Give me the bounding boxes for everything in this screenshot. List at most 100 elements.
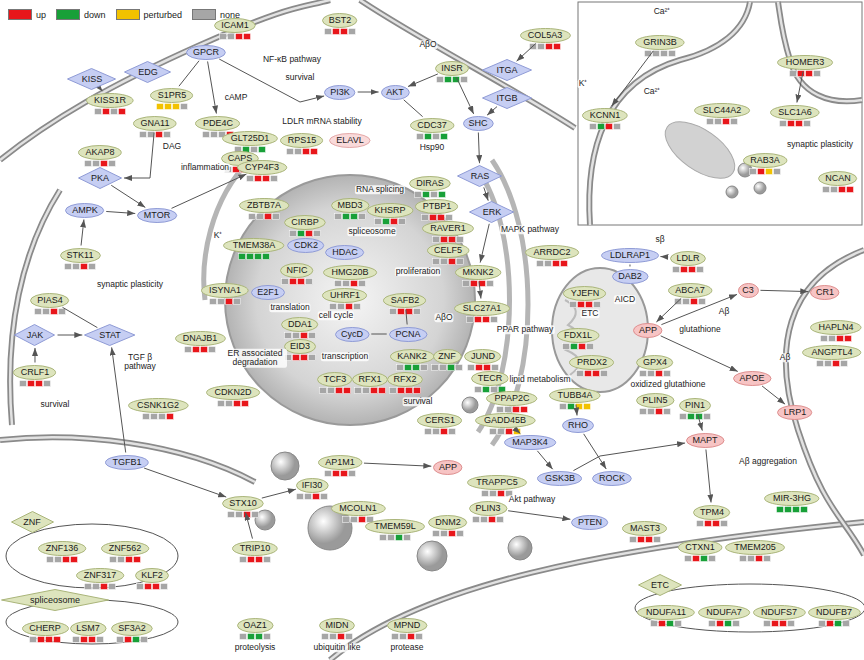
node-label: STK11 bbox=[67, 251, 94, 260]
ellipse-outline bbox=[623, 521, 667, 535]
status-square bbox=[750, 169, 757, 175]
ellipse-outline bbox=[465, 349, 501, 363]
status-square bbox=[159, 414, 166, 420]
node-label: MCOLN1 bbox=[339, 504, 377, 513]
node-label: HDAC bbox=[332, 248, 358, 257]
status-square bbox=[383, 219, 390, 225]
status-square bbox=[248, 557, 255, 563]
status-square bbox=[151, 414, 158, 420]
connector-arrow bbox=[478, 132, 479, 163]
status-square bbox=[433, 259, 440, 265]
status-square bbox=[145, 584, 152, 590]
ellipse-outline bbox=[753, 605, 805, 619]
status-square bbox=[47, 557, 54, 563]
membrane-inner bbox=[10, 190, 60, 425]
node-label: APP bbox=[639, 326, 657, 335]
status-square bbox=[392, 634, 399, 640]
status-square bbox=[234, 299, 241, 305]
annotation-label: Aβ bbox=[718, 307, 731, 316]
node-label: PTEN bbox=[578, 518, 602, 527]
status-square bbox=[433, 134, 440, 140]
status-square bbox=[590, 124, 597, 130]
node-label: ZNF bbox=[438, 352, 456, 361]
node-label: CDKN2D bbox=[214, 388, 251, 397]
status-square bbox=[282, 279, 289, 285]
legend-text: up bbox=[36, 10, 46, 20]
status-square bbox=[798, 71, 805, 77]
node-label: RPS15 bbox=[288, 136, 317, 145]
status-square bbox=[400, 634, 407, 640]
status-square bbox=[226, 299, 233, 305]
annotation-label: AICD bbox=[614, 295, 636, 304]
ellipse-outline bbox=[694, 505, 730, 519]
status-square bbox=[330, 304, 337, 310]
ellipse-outline bbox=[427, 243, 468, 257]
gene-node: SLC44A2 bbox=[694, 103, 750, 118]
connector-arrow bbox=[111, 185, 145, 207]
gene-node: TMEM59L bbox=[365, 519, 425, 534]
ellipse-outline bbox=[134, 116, 177, 130]
gene-node: ZNF136 bbox=[38, 541, 86, 556]
status-square bbox=[313, 494, 320, 500]
gene-node: OAZ1 bbox=[237, 618, 274, 633]
node-label: spliceosome bbox=[30, 596, 80, 605]
node-label: NDUFB7 bbox=[816, 608, 852, 617]
ellipse-outline bbox=[281, 263, 313, 277]
annotation-label: DAG bbox=[162, 142, 182, 151]
ellipse-outline bbox=[384, 293, 426, 307]
ellipse-outline bbox=[296, 478, 328, 492]
status-square bbox=[161, 584, 168, 590]
ellipse-outline bbox=[196, 116, 240, 130]
node-label: HMG20B bbox=[331, 268, 368, 277]
ellipse-outline bbox=[282, 317, 318, 331]
status-square bbox=[491, 387, 498, 393]
node-label: GNA11 bbox=[141, 119, 170, 128]
status-square bbox=[137, 584, 144, 590]
ellipse-outline bbox=[106, 455, 149, 469]
ellipse-outline bbox=[366, 519, 425, 533]
status-square bbox=[338, 634, 345, 640]
annotation-label: K⁺ bbox=[578, 79, 589, 88]
ellipse-outline bbox=[743, 153, 786, 167]
node-label: MTOR bbox=[144, 211, 170, 220]
status-square bbox=[20, 381, 27, 387]
gene-node: KISS1R bbox=[86, 93, 134, 108]
status-square bbox=[492, 365, 499, 371]
node-label: CTXN1 bbox=[685, 543, 715, 552]
ellipse-outline bbox=[353, 372, 388, 386]
ellipse-outline bbox=[463, 116, 493, 130]
status-square bbox=[839, 187, 846, 193]
status-square bbox=[817, 361, 824, 367]
pathway-node: MTOR bbox=[137, 208, 177, 223]
status-square bbox=[239, 254, 246, 260]
status-square bbox=[441, 259, 448, 265]
node-label: NDUFA11 bbox=[646, 608, 686, 617]
ellipse-outline bbox=[326, 245, 364, 259]
status-square bbox=[38, 637, 45, 643]
node-label: ZNF317 bbox=[84, 571, 117, 580]
node-label: MAST3 bbox=[630, 524, 660, 533]
gene-node: NFIC bbox=[280, 263, 313, 278]
status-square bbox=[406, 388, 413, 394]
node-label: AMPK bbox=[72, 206, 98, 215]
ellipse-outline bbox=[367, 203, 412, 217]
ellipse-outline bbox=[819, 171, 857, 185]
ellipse-outline bbox=[811, 285, 839, 299]
status-square bbox=[251, 147, 258, 153]
connector-arrow bbox=[34, 348, 35, 363]
ellipse-outline bbox=[281, 133, 323, 147]
gene-node: IFI30 bbox=[296, 478, 329, 493]
status-square bbox=[349, 471, 356, 477]
connector-arrow bbox=[100, 88, 102, 91]
ellipse-outline bbox=[557, 328, 598, 342]
ellipse-outline bbox=[771, 105, 820, 119]
status-square bbox=[240, 557, 247, 563]
annotation-label: LDLR mRNA stability bbox=[281, 117, 362, 126]
ellipse-outline bbox=[455, 265, 500, 279]
status-square bbox=[579, 344, 586, 350]
status-square bbox=[295, 149, 302, 155]
node-label: ZNF562 bbox=[109, 544, 142, 553]
status-square bbox=[93, 584, 100, 590]
status-square bbox=[648, 371, 655, 377]
